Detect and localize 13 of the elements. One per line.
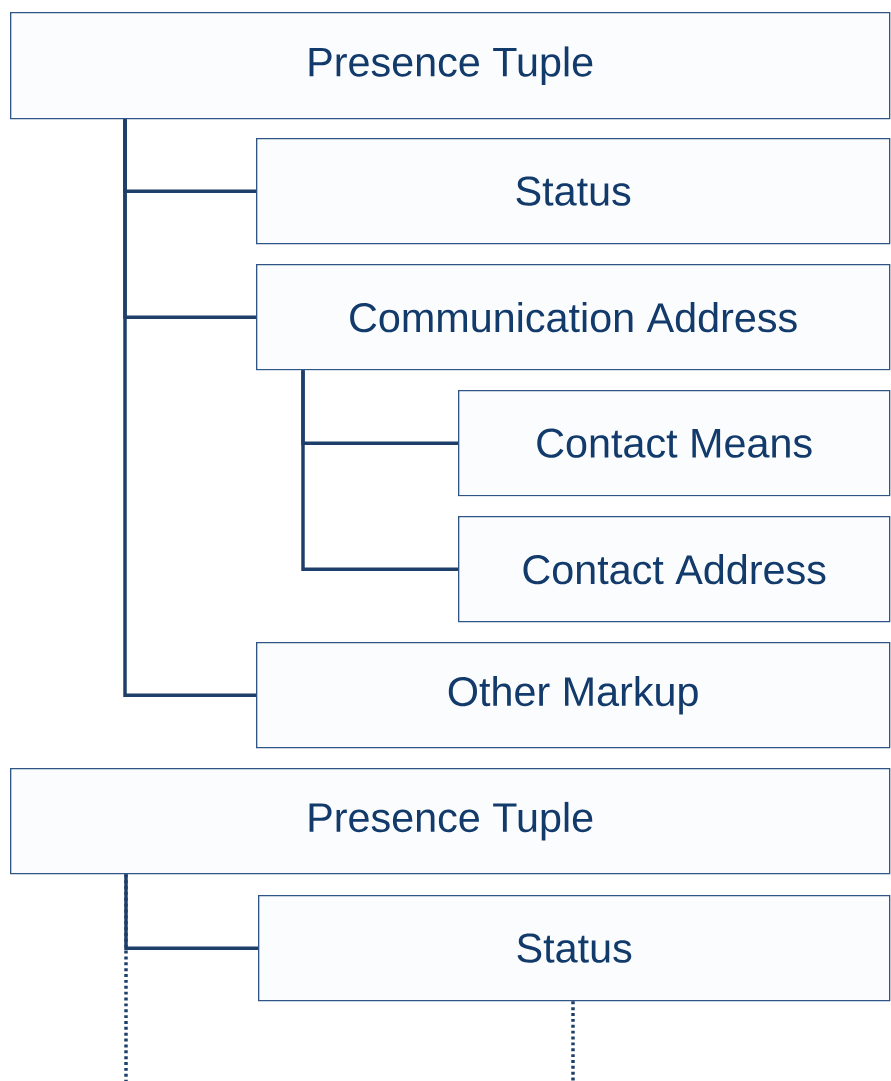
continuation-line: [571, 1001, 575, 1081]
label-box: Status: [256, 138, 891, 245]
connector-line: [301, 370, 458, 571]
label-box: Contact Address: [458, 516, 891, 623]
label-box: Presence Tuple: [10, 768, 891, 875]
continuation-line: [124, 874, 128, 1081]
label-box: Other Markup: [256, 642, 891, 749]
label-box: Status: [258, 895, 891, 1002]
label-box: Communication Address: [256, 264, 891, 371]
connector-line: [124, 874, 258, 950]
label-box: Contact Means: [458, 390, 891, 497]
connector-line: [123, 119, 256, 697]
label-box: Presence Tuple: [10, 12, 891, 120]
